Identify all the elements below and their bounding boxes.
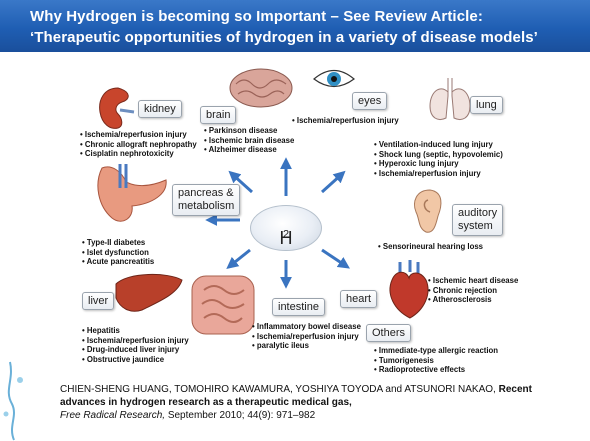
others-label: Others [366,324,412,342]
list-item: Sensorineural hearing loss [378,242,483,252]
list-item: Atherosclerosis [428,295,518,305]
arrow-down-right [321,248,350,269]
pancreas-metabolism-label: pancreas & metabolism [172,184,241,216]
brain-label: brain [200,106,237,124]
list-item: paralytic ileus [252,341,361,351]
list-item: Ischemia/reperfusion injury [252,332,361,342]
arrow-up-left [228,170,254,194]
pancreas-label-line-2: metabolism [178,200,235,212]
list-item: Alzheimer disease [204,145,294,155]
heart-disease-list: Ischemic heart disease Chronic rejection… [428,276,519,305]
arrow-down-left [226,248,251,269]
lung-illustration [429,78,471,120]
list-item: Immediate-type allergic reaction [374,346,498,356]
liver-illustration [115,273,183,312]
arrow-up-right [320,170,346,194]
list-item: Cisplatin nephrotoxicity [80,149,197,159]
h2-symbol: H [279,228,293,248]
list-item: Tumorigenesis [374,356,498,366]
pancreas-label-line-1: pancreas & [178,187,234,199]
lung-label: lung [470,96,503,114]
list-item: Ischemic brain disease [204,136,294,146]
intestine-label: intestine [272,298,325,316]
pancreas-illustration [97,164,167,222]
list-item: Chronic allograft nephropathy [80,140,197,150]
list-item: Obstructive jaundice [82,355,189,365]
brain-disease-list: Parkinson disease Ischemic brain disease… [204,126,295,155]
auditory-system-label: auditory system [452,204,504,236]
list-item: Chronic rejection [428,286,518,296]
list-item: Ventilation-induced lung injury [374,140,503,150]
citation-title-line-1: Recent [498,384,532,395]
list-item: Ischemia/reperfusion injury [80,130,197,140]
list-item: Shock lung (septic, hypovolemic) [374,150,503,160]
auditory-label-line-1: auditory [458,207,498,219]
list-item: Ischemic heart disease [428,276,518,286]
liver-label: liver [82,292,115,310]
liver-disease-list: Hepatitis Ischemia/reperfusion injury Dr… [82,326,189,364]
kidney-label: kidney [138,100,182,118]
heart-illustration [389,260,429,319]
list-item: Hyperoxic lung injury [374,159,503,169]
others-list: Immediate-type allergic reaction Tumorig… [374,346,498,375]
water-splash-decoration [3,361,23,441]
kidney-disease-list: Ischemia/reperfusion injury Chronic allo… [80,130,197,159]
list-item: Acute pancreatitis [82,257,155,267]
eyes-disease-list: Ischemia/reperfusion injury [292,116,399,126]
auditory-disease-list: Sensorineural hearing loss [378,242,483,252]
list-item: Type-II diabetes [82,238,154,248]
h2-subscript: 2 [282,228,290,241]
heart-label: heart [340,290,378,308]
title-banner: Why Hydrogen is becoming so Important – … [0,0,590,52]
list-item: Islet dysfunction [82,248,154,258]
intestine-disease-list: Inflammatory bowel disease Ischemia/repe… [252,322,361,351]
list-item: Parkinson disease [204,126,294,136]
brain-illustration [229,68,293,108]
citation-title-line-2: advances in hydrogen research as a thera… [60,397,352,408]
lung-disease-list: Ventilation-induced lung injury Shock lu… [374,140,503,178]
list-item: Ischemia/reperfusion injury [82,336,189,346]
list-item: Ischemia/reperfusion injury [374,169,503,179]
kidney-illustration [99,87,135,129]
ear-illustration [414,189,442,233]
list-item: Ischemia/reperfusion injury [292,116,399,126]
citation-authors: CHIEN-SHENG HUANG, TOMOHIRO KAWAMURA, YO… [60,384,496,395]
list-item: Drug-induced liver injury [82,345,189,355]
title-line-2: ‘Therapeutic opportunities of hydrogen i… [30,29,538,46]
title-line-1: Why Hydrogen is becoming so Important – … [30,8,483,25]
list-item: Hepatitis [82,326,189,336]
pancreas-disease-list: Type-II diabetes Islet dysfunction Acute… [82,238,155,267]
eye-illustration [313,69,355,88]
list-item: Inflammatory bowel disease [252,322,361,332]
list-item: Radioprotective effects [374,365,498,375]
citation-journal: Free Radical Research, [60,410,166,421]
citation: CHIEN-SHENG HUANG, TOMOHIRO KAWAMURA, YO… [60,383,560,422]
citation-details: September 2010; 44(9): 971–982 [165,410,316,421]
eyes-label: eyes [352,92,388,110]
auditory-label-line-2: system [458,220,493,232]
intestine-illustration [191,275,255,335]
